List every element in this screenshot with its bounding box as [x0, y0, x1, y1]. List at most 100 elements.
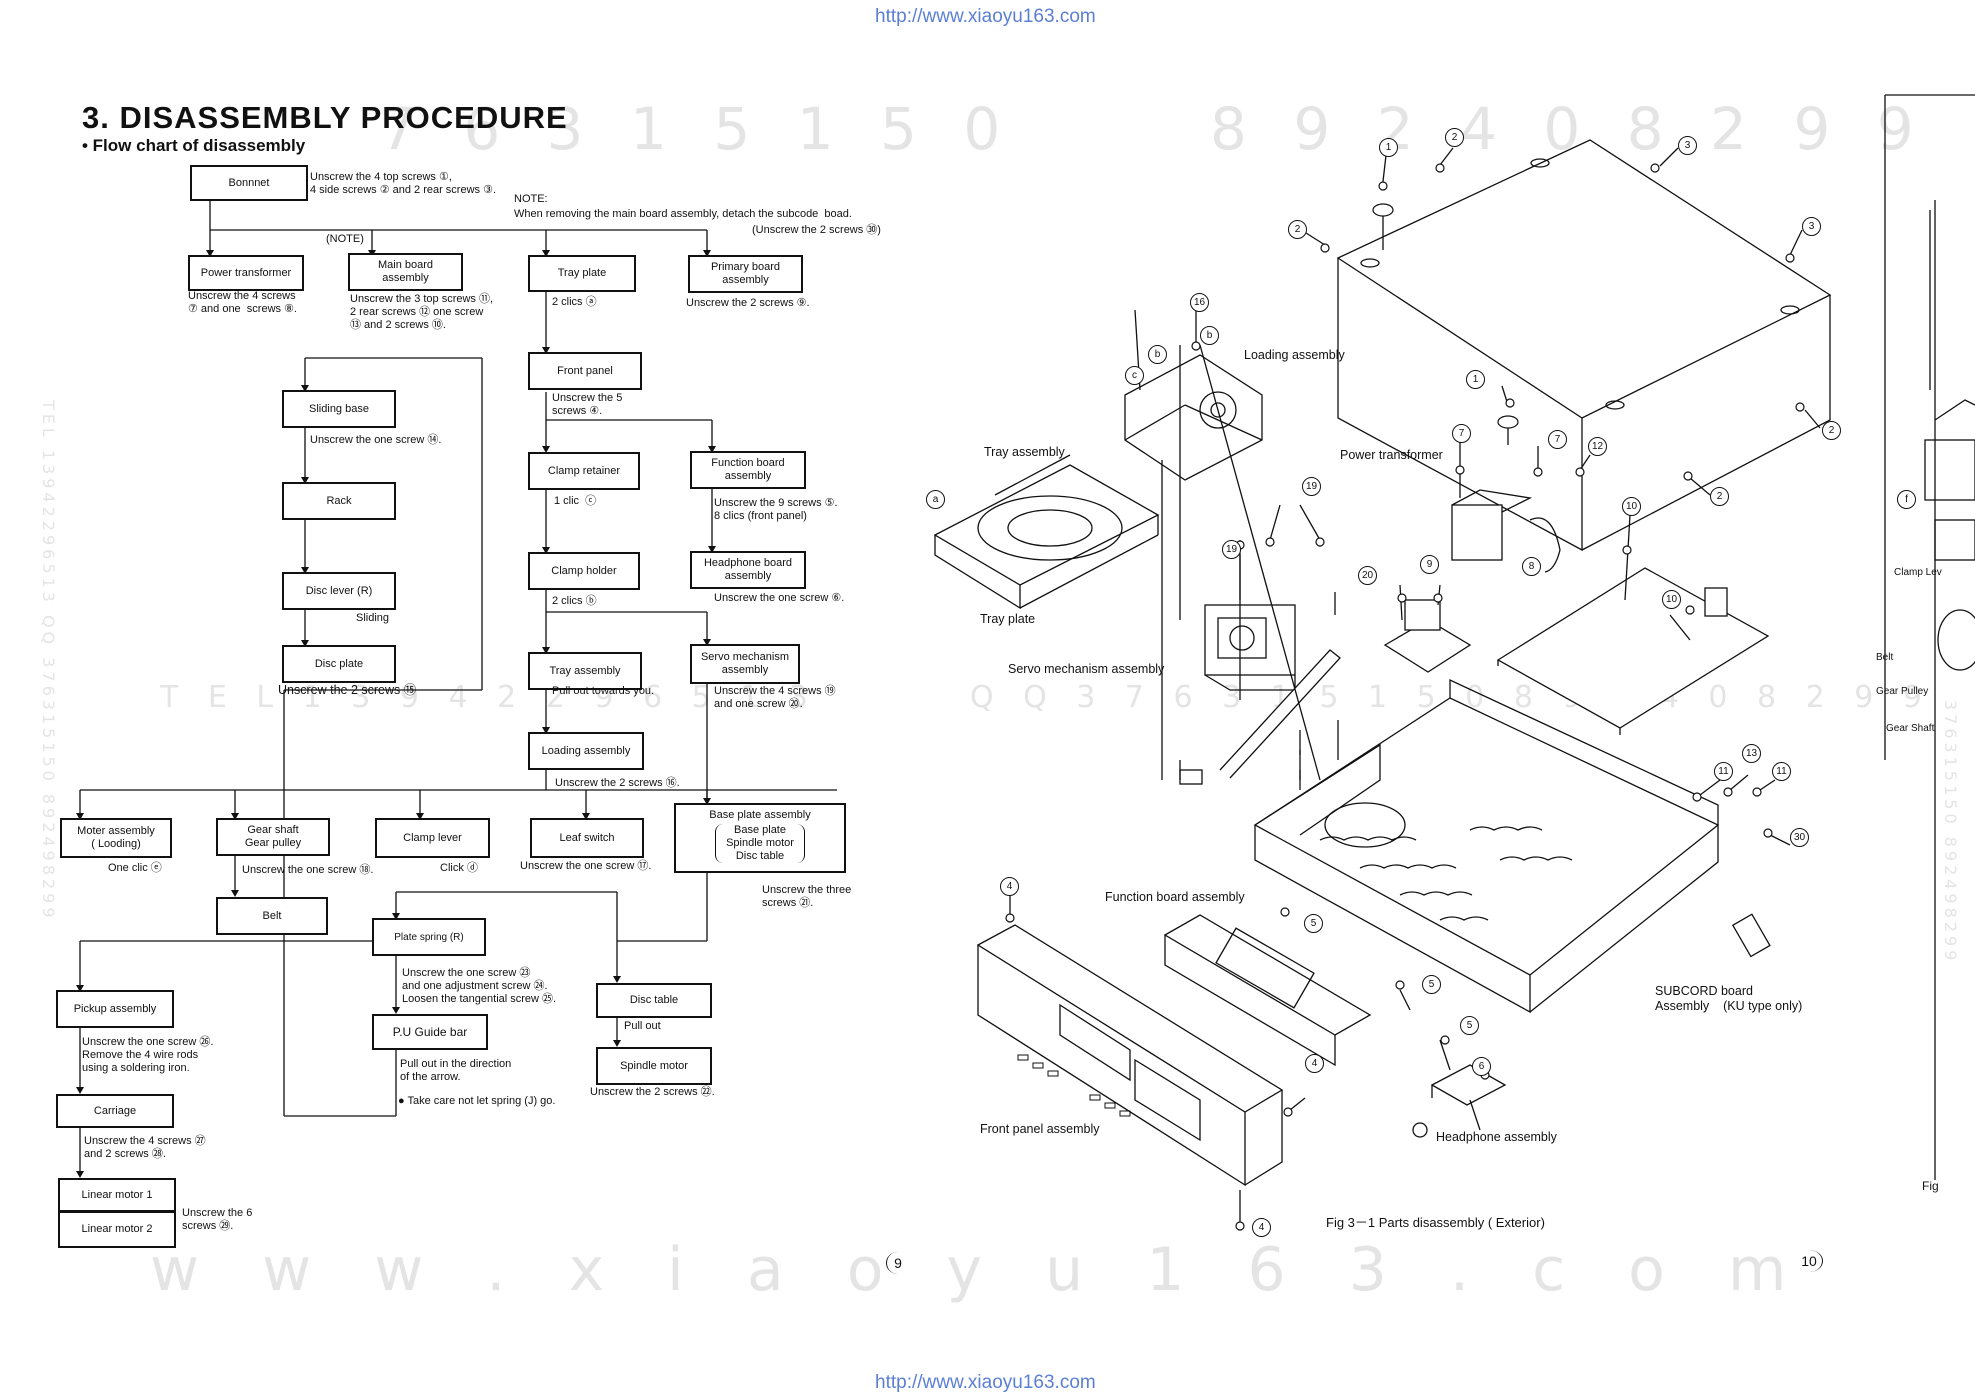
callout-a: a [926, 490, 945, 509]
box-clamp-lever: Clamp lever [375, 818, 490, 858]
box-leaf-switch: Leaf switch [530, 818, 644, 858]
watermark-digits-right: 8 9 2 4 0 8 2 9 9 [1210, 95, 1928, 163]
callout-4: 4 [1252, 1218, 1271, 1237]
watermark-digits-left: 7 6 3 1 5 1 5 0 [380, 95, 1015, 163]
note-tray-plate: 2 clics ⓐ [552, 296, 597, 308]
note-spindle-motor: Unscrew the 2 screws ㉒. [590, 1086, 715, 1098]
base-plate-items: Base plate Spindle motor Disc table [715, 824, 805, 863]
box-front-panel: Front panel [528, 352, 642, 390]
box-sliding-base: Sliding base [282, 390, 396, 428]
box-disc-table: Disc table [596, 983, 712, 1018]
callout-11: 11 [1772, 762, 1791, 781]
right-strip-fig: Fig [1922, 1179, 1939, 1193]
callout-2: 2 [1445, 128, 1464, 147]
callout-4: 4 [1305, 1054, 1324, 1073]
page-subtitle: • Flow chart of disassembly [82, 136, 306, 155]
figure-caption: Fig 3－1 Parts disassembly ( Exterior) [1326, 1215, 1545, 1230]
box-primary-board: Primary board assembly [688, 255, 803, 293]
callout-30: 30 [1790, 828, 1809, 847]
callout-20: 20 [1358, 566, 1377, 585]
callout-3: 3 [1678, 136, 1697, 155]
source-url-top[interactable]: http://www.xiaoyu163.com [875, 6, 1096, 27]
source-url-bottom[interactable]: http://www.xiaoyu163.com [875, 1372, 1096, 1393]
note-pu-guide-bar-2: ● Take care not let spring (J) go. [398, 1095, 556, 1107]
box-clamp-holder: Clamp holder [528, 552, 640, 590]
callout-5: 5 [1422, 975, 1441, 994]
right-strip-gear-pulley: Gear Pulley [1876, 686, 1929, 697]
box-gear-shaft: Gear shaft Gear pulley [216, 818, 330, 856]
callout-c: c [1125, 366, 1144, 385]
callout-b: b [1148, 345, 1167, 364]
note-carriage: Unscrew the 4 screws ㉗ and 2 screws ㉘. [84, 1135, 206, 1160]
callout-2: 2 [1822, 421, 1841, 440]
callout-11: 11 [1714, 762, 1733, 781]
callout-3: 3 [1802, 217, 1821, 236]
callout-1: 1 [1379, 138, 1398, 157]
box-main-board: Main board assembly [348, 253, 463, 291]
note-linear-motor: Unscrew the 6 screws ㉙. [182, 1207, 253, 1232]
note-primary-board: Unscrew the 2 screws ⑨. [686, 297, 810, 309]
note-sliding-base: Unscrew the one screw ⑭. [310, 434, 442, 446]
label-servo-mechanism: Servo mechanism assembly [1008, 662, 1165, 676]
note-loading-assembly: Unscrew the 2 screws ⑯. [555, 777, 680, 789]
right-strip-belt: Belt [1876, 652, 1894, 663]
callout-6: 6 [1472, 1057, 1491, 1076]
right-strip-clamp-lever: Clamp Lev [1894, 567, 1942, 578]
box-pu-guide-bar: P.U Guide bar [372, 1014, 488, 1050]
note-base-plate: Unscrew the three screws ㉑. [762, 884, 852, 909]
page-title: 3. DISASSEMBLY PROCEDURE [82, 100, 568, 135]
label-power-transformer: Power transformer [1340, 448, 1443, 462]
callout-1: 1 [1466, 370, 1485, 389]
note-pu-guide-bar: Pull out in the direction of the arrow. [400, 1058, 512, 1083]
callout-10: 10 [1622, 497, 1641, 516]
callout-16: 16 [1190, 293, 1209, 312]
callout-5: 5 [1304, 914, 1323, 933]
note-headphone-board: Unscrew the one screw ⑥. [714, 592, 845, 604]
box-bonnnet: Bonnnet [190, 165, 308, 201]
base-plate-title: Base plate assembly [709, 809, 811, 821]
note-clamp-retainer: 1 clic ⓒ [554, 495, 597, 507]
right-strip-callout-f: f [1897, 490, 1916, 509]
note-gear-shaft: Unscrew the one screw ⑱. [242, 864, 374, 876]
watermark-site: w w w . x i a o y u 1 6 3 . c o m [150, 1235, 1809, 1305]
box-disc-plate: Disc plate [282, 645, 396, 683]
box-linear-motor-1: Linear motor 1 [58, 1178, 176, 1212]
page-number-left: 9 [886, 1252, 909, 1274]
box-power-transformer: Power transformer [188, 255, 304, 291]
note-disc-table: Pull out [624, 1020, 661, 1032]
note-disc-plate: Unscrew the 2 screws ⑮ [278, 683, 417, 697]
right-strip-gear-shaft: Gear Shaft [1886, 723, 1935, 734]
label-loading-assembly: Loading assembly [1244, 348, 1345, 362]
box-plate-spring: Plate spring (R) [372, 918, 486, 956]
callout-10: 10 [1662, 590, 1681, 609]
box-tray-plate: Tray plate [528, 255, 636, 292]
label-function-board: Function board assembly [1105, 890, 1245, 904]
note-clamp-lever: Click ⓓ [440, 862, 478, 874]
box-base-plate: Base plate assembly Base plate Spindle m… [674, 803, 846, 873]
callout-7: 7 [1548, 430, 1567, 449]
note-clamp-holder: 2 clics ⓑ [552, 595, 597, 607]
note-disc-lever: Sliding [356, 612, 390, 624]
note-front-panel: Unscrew the 5 screws ④. [552, 392, 623, 417]
note-pickup-assembly: Unscrew the one screw ㉖. Remove the 4 wi… [82, 1036, 214, 1074]
note-head: NOTE: [514, 193, 548, 205]
label-tray-assembly: Tray assembly [984, 445, 1065, 459]
box-disc-lever: Disc lever (R) [282, 572, 396, 610]
note-body: When removing the main board assembly, d… [514, 208, 852, 220]
note-tag: (NOTE) [326, 233, 364, 245]
box-belt: Belt [216, 897, 328, 935]
label-headphone-assembly: Headphone assembly [1436, 1130, 1557, 1144]
callout-19: 19 [1222, 540, 1241, 559]
callout-7: 7 [1452, 424, 1471, 443]
note-power-transformer: Unscrew the 4 screws ⑦ and one screws ⑧. [188, 290, 297, 315]
box-clamp-retainer: Clamp retainer [528, 452, 640, 490]
callout-4: 4 [1000, 877, 1019, 896]
box-tray-assembly: Tray assembly [528, 652, 642, 690]
box-spindle-motor: Spindle motor [596, 1047, 712, 1085]
note-plate-spring: Unscrew the one screw ㉓ and one adjustme… [402, 967, 557, 1005]
box-loading-assembly: Loading assembly [528, 732, 644, 770]
callout-13: 13 [1742, 744, 1761, 763]
label-subcord-board: SUBCORD board Assembly (KU type only) [1655, 984, 1803, 1013]
